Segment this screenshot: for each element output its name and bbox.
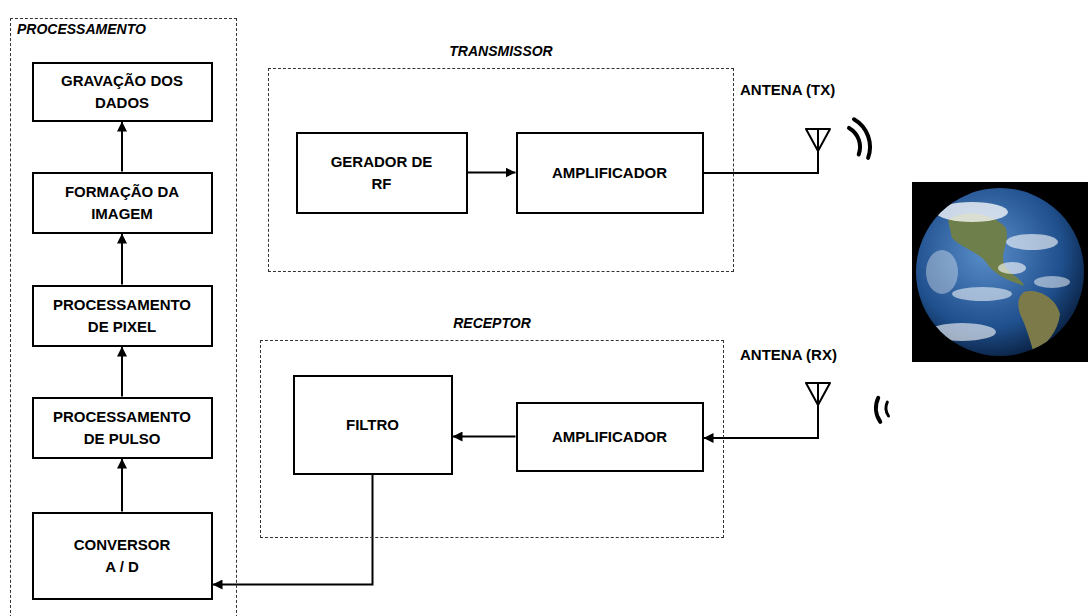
processing-group: PROCESSAMENTO GRAVAÇÃO DOS DADOS FORMAÇÃO …: [10, 18, 237, 616]
box-label: FILTRO: [346, 414, 399, 436]
signal-arrow: [121, 122, 123, 172]
process-box: PROCESSAMENTO DE PULSO: [32, 397, 213, 459]
signal-arrow: [704, 437, 741, 439]
box-label: GERADOR DE RF: [326, 151, 438, 195]
signal-arrow: [121, 347, 123, 397]
box-label: PROCESSAMENTO DE PULSO: [47, 406, 197, 450]
group-heading: PROCESSAMENTO: [17, 21, 236, 37]
process-box: GRAVAÇÃO DOS DADOS: [32, 62, 213, 122]
box-label: AMPLIFICADOR: [552, 426, 667, 448]
box-label: PROCESSAMENTO DE PIXEL: [47, 294, 197, 338]
earth-image: [912, 182, 1088, 362]
group-heading: TRANSMISSOR: [269, 43, 733, 59]
signal-arrow: [468, 172, 516, 174]
signal-arrow: [704, 172, 741, 174]
antenna-label: ANTENA (TX): [740, 81, 890, 99]
box-label: GRAVAÇÃO DOS DADOS: [47, 70, 197, 114]
signal-arrow: [121, 459, 123, 512]
process-box: FILTRO: [293, 375, 453, 475]
process-box: AMPLIFICADOR: [516, 132, 704, 214]
antenna-label: ANTENA (RX): [740, 346, 910, 364]
box-label: AMPLIFICADOR: [552, 162, 667, 184]
process-box: PROCESSAMENTO DE PIXEL: [32, 285, 213, 347]
process-box: CONVERSOR A / D: [32, 512, 213, 600]
group-heading: RECEPTOR: [261, 315, 723, 331]
process-box: AMPLIFICADOR: [516, 402, 704, 472]
process-box: GERADOR DE RF: [296, 132, 468, 214]
signal-arrow: [121, 234, 123, 285]
receiver-group: RECEPTORFILTROAMPLIFICADOR: [260, 340, 724, 538]
box-label: CONVERSOR A / D: [70, 534, 174, 578]
antenna-symbol: ANTENA (RX): [740, 346, 910, 456]
antenna-symbol: ANTENA (TX): [740, 81, 890, 191]
box-label: FORMAÇÃO DA IMAGEM: [47, 181, 197, 225]
signal-arrow: [453, 436, 516, 438]
transmitter-group: TRANSMISSORGERADOR DE RFAMPLIFICADOR: [268, 68, 734, 272]
process-box: FORMAÇÃO DA IMAGEM: [32, 172, 213, 234]
